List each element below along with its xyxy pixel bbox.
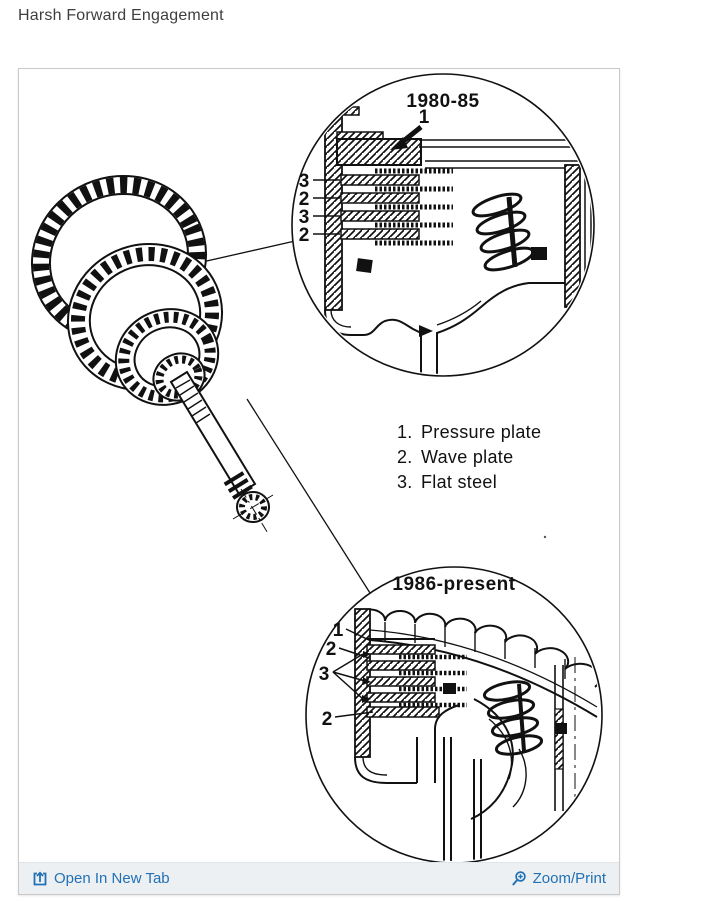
callout-bottom-title: 1986-present — [392, 574, 515, 595]
svg-text:2: 2 — [299, 225, 310, 246]
svg-text:3: 3 — [299, 171, 310, 192]
parts-legend: 1. Pressure plate 2. Wave plate 3. Flat … — [397, 422, 541, 492]
zoom-icon — [511, 870, 526, 886]
svg-text:3: 3 — [299, 207, 310, 228]
svg-text:2: 2 — [299, 189, 310, 210]
diagram-panel: 1980-85 — [18, 68, 620, 895]
zoom-print-link[interactable]: Zoom/Print — [511, 870, 606, 887]
svg-text:1: 1 — [333, 620, 344, 641]
svg-text:1: 1 — [419, 107, 430, 128]
svg-text:2: 2 — [326, 639, 337, 660]
clutch-drum-drawing — [30, 174, 274, 536]
svg-text:Wave plate: Wave plate — [421, 447, 513, 467]
bottom-callout-part-labels: 1 2 3 2 — [319, 620, 344, 730]
cross-section-1986-present — [332, 608, 600, 861]
svg-text:3.: 3. — [397, 472, 413, 492]
open-in-new-tab-label: Open In New Tab — [54, 870, 170, 887]
technical-diagram: 1980-85 — [30, 73, 603, 862]
top-callout-part-labels: 1 3 2 3 2 — [299, 107, 430, 246]
svg-text:2: 2 — [322, 709, 333, 730]
svg-text:Pressure plate: Pressure plate — [421, 422, 541, 442]
open-in-new-tab-icon — [33, 870, 47, 885]
svg-text:3: 3 — [319, 664, 330, 685]
print-artifact-dot — [543, 535, 547, 539]
svg-text:Flat steel: Flat steel — [421, 472, 497, 492]
svg-text:2.: 2. — [397, 447, 413, 467]
callout-top-title: 1980-85 — [406, 91, 479, 112]
footer-bar: Open In New Tab Zoom/Print — [19, 862, 619, 894]
zoom-print-label: Zoom/Print — [532, 870, 606, 887]
open-in-new-tab-link[interactable]: Open In New Tab — [32, 870, 170, 887]
page-title: Harsh Forward Engagement — [18, 7, 224, 24]
svg-text:1.: 1. — [397, 422, 413, 442]
